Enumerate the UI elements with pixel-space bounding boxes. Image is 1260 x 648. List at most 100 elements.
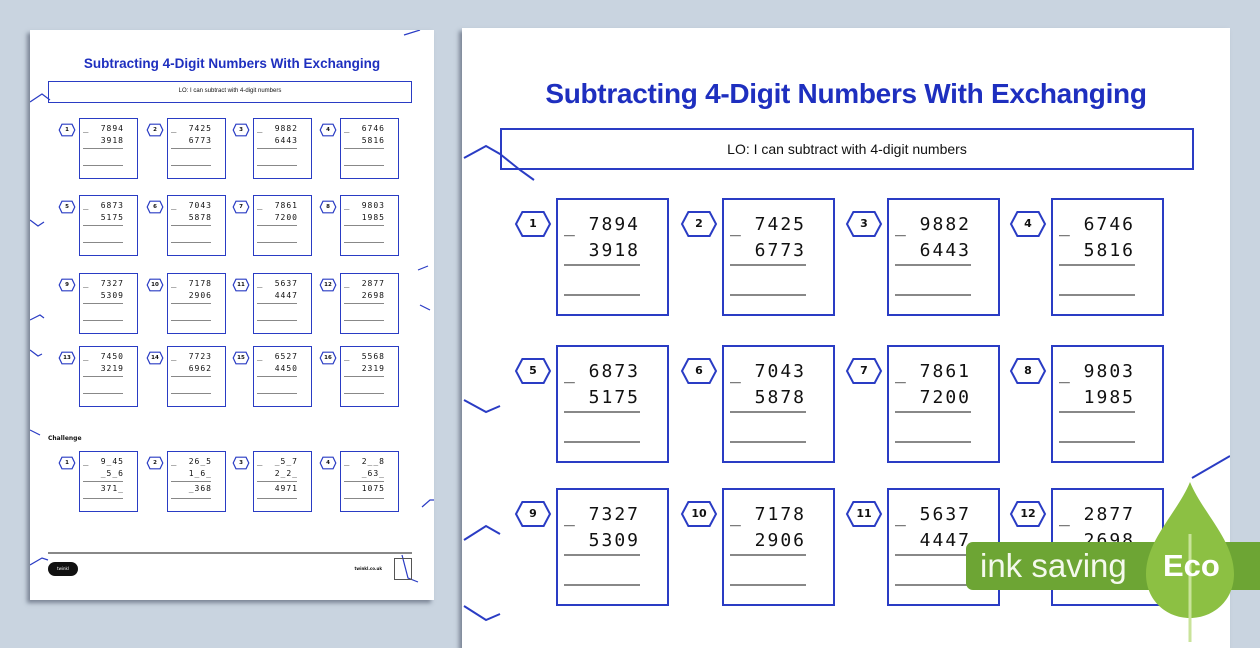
problem-number-hexagon: 11	[845, 500, 883, 528]
answer-line	[171, 393, 211, 394]
sum-line	[171, 225, 211, 226]
problem-number: 11	[237, 282, 245, 288]
sum-line	[895, 411, 971, 413]
subtrahend: _5_6	[100, 469, 124, 478]
problem-number: 2	[153, 127, 157, 133]
problem-number-hexagon: 4	[319, 123, 337, 137]
subtrahend: 1985	[361, 213, 385, 222]
minus-sign: _	[171, 352, 177, 362]
minuend: 26_5	[188, 457, 212, 466]
sum-line	[1059, 411, 1135, 413]
subtrahend: 5175	[100, 213, 124, 222]
subtrahend: 6443	[919, 240, 971, 261]
answer: 371_	[100, 484, 124, 493]
minuend: 7425	[188, 124, 212, 133]
minus-sign: _	[564, 363, 575, 384]
answer-line	[257, 165, 297, 166]
answer-line	[83, 393, 123, 394]
problem-number-hexagon: 1	[514, 210, 552, 238]
sum-line	[564, 411, 640, 413]
minus-sign: _	[895, 216, 906, 237]
minus-sign: _	[344, 457, 350, 467]
problem-number-hexagon: 9	[58, 278, 76, 292]
answer-line	[171, 320, 211, 321]
sum-line	[895, 264, 971, 266]
subtrahend: 5175	[588, 387, 640, 408]
problem-number: 16	[324, 355, 332, 361]
sum-line	[83, 481, 123, 482]
problem-number: 4	[326, 127, 330, 133]
answer-line	[730, 584, 806, 586]
problem-number: 2	[695, 217, 703, 230]
minus-sign: _	[257, 457, 263, 467]
sum-line	[171, 376, 211, 377]
minuend: 2877	[1083, 504, 1135, 525]
minuend: 7861	[919, 361, 971, 382]
minus-sign: _	[257, 124, 263, 134]
problem-number-hexagon: 12	[1009, 500, 1047, 528]
minus-sign: _	[257, 352, 263, 362]
problem-number: 13	[63, 355, 71, 361]
sum-line	[344, 481, 384, 482]
problem-number-hexagon: 6	[146, 200, 164, 214]
minuend: 7894	[588, 214, 640, 235]
answer-box	[722, 488, 835, 606]
answer-line	[83, 165, 123, 166]
minus-sign: _	[1059, 363, 1070, 384]
answer-box	[340, 118, 399, 179]
answer-line	[730, 294, 806, 296]
problem-number: 5	[65, 204, 69, 210]
problem-number: 12	[1020, 507, 1036, 520]
problem-number-hexagon: 9	[514, 500, 552, 528]
minus-sign: _	[171, 124, 177, 134]
subtrahend: 6773	[188, 136, 212, 145]
minuend: 7178	[188, 279, 212, 288]
problem-number: 8	[1024, 364, 1032, 377]
problem-number: 14	[151, 355, 159, 361]
sum-line	[83, 225, 123, 226]
learning-objective: LO: I can subtract with 4-digit numbers	[500, 128, 1194, 170]
sum-line	[83, 148, 123, 149]
minuend: 7327	[588, 504, 640, 525]
problem-number: 3	[860, 217, 868, 230]
answer-box	[887, 198, 1000, 316]
answer-line	[895, 584, 971, 586]
subtrahend: 2906	[188, 291, 212, 300]
problem-number-hexagon: 7	[232, 200, 250, 214]
problem-number-hexagon: 5	[514, 357, 552, 385]
minus-sign: _	[895, 506, 906, 527]
minus-sign: _	[895, 363, 906, 384]
sum-line	[171, 148, 211, 149]
minuend: 2__8	[361, 457, 385, 466]
minus-sign: _	[83, 279, 89, 289]
answer-line	[564, 294, 640, 296]
minuend: 5568	[361, 352, 385, 361]
problem-number-hexagon: 5	[58, 200, 76, 214]
problem-number-hexagon: 13	[58, 351, 76, 365]
problem-number: 4	[1024, 217, 1032, 230]
subtrahend: 5878	[188, 213, 212, 222]
sum-line	[730, 411, 806, 413]
sum-line	[895, 554, 971, 556]
problem-number: 2	[153, 460, 157, 466]
sum-line	[344, 376, 384, 377]
answer-line	[171, 165, 211, 166]
problem-number-hexagon: 10	[680, 500, 718, 528]
problem-number-hexagon: 6	[680, 357, 718, 385]
problem-number-hexagon: 8	[1009, 357, 1047, 385]
checklist-icon	[394, 558, 412, 580]
answer-line	[344, 393, 384, 394]
subtrahend: 6773	[754, 240, 806, 261]
answer-line	[895, 294, 971, 296]
minuend: 7861	[274, 201, 298, 210]
problem-number-hexagon: 2	[146, 123, 164, 137]
sum-line	[171, 481, 211, 482]
minus-sign: _	[730, 216, 741, 237]
worksheet-title: Subtracting 4-Digit Numbers With Exchang…	[83, 56, 381, 71]
subtrahend: 6443	[274, 136, 298, 145]
answer-line	[257, 242, 297, 243]
minuend: 7327	[100, 279, 124, 288]
minus-sign: _	[171, 201, 177, 211]
ink-saving-eco-badge: ink saving Eco	[966, 482, 1260, 642]
subtrahend: 5816	[1083, 240, 1135, 261]
